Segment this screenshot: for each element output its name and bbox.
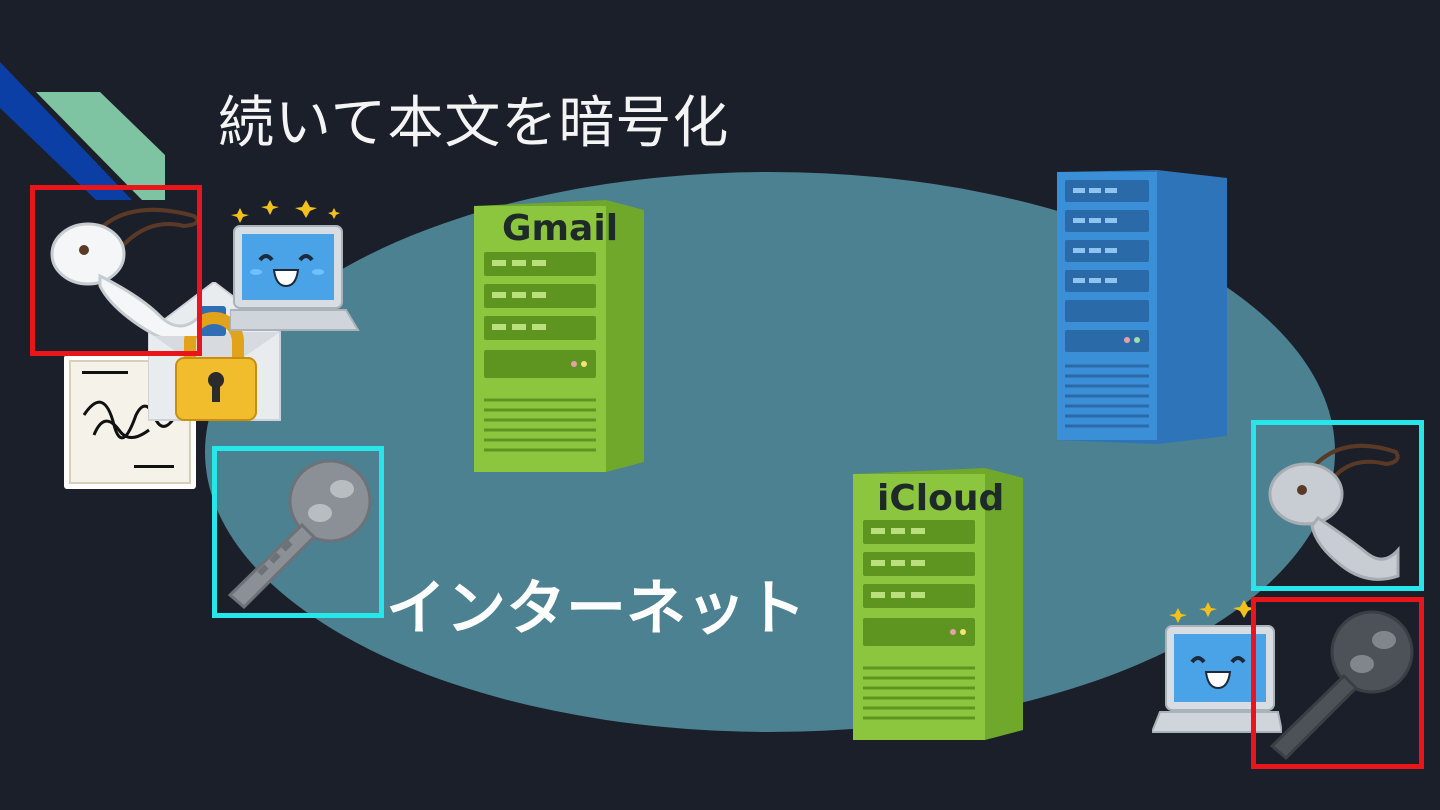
- gmail-server: Gmail: [474, 200, 644, 472]
- public-key-gray: [218, 455, 378, 611]
- receiver-laptop: [1152, 596, 1282, 736]
- sender-laptop: [230, 198, 360, 334]
- server-green-icon: [474, 200, 644, 472]
- corner-accent-stripes: [0, 62, 165, 200]
- happy-laptop-icon: [230, 200, 360, 331]
- icloud-label: iCloud: [877, 478, 1005, 519]
- icloud-server: iCloud: [853, 468, 1023, 740]
- white-key-icon: [1268, 443, 1400, 581]
- private-key-white-faded: [1266, 432, 1416, 582]
- highlight-box-red-left: [30, 185, 202, 356]
- public-key-dark: [1260, 606, 1420, 762]
- highlight-box-red-right: [1251, 597, 1424, 769]
- happy-laptop-icon: [1152, 600, 1282, 733]
- internet-label: インターネット: [386, 574, 806, 644]
- highlight-box-cyan-left: [212, 446, 384, 618]
- blue-server: [1057, 170, 1227, 444]
- highlight-box-cyan-right: [1251, 420, 1424, 591]
- gmail-label: Gmail: [502, 208, 619, 249]
- server-green-icon: [853, 468, 1023, 740]
- server-blue-icon: [1057, 170, 1227, 444]
- gray-key-icon: [1269, 610, 1414, 761]
- gray-key-icon: [227, 459, 372, 610]
- slide-title: 続いて本文を暗号化: [218, 91, 730, 156]
